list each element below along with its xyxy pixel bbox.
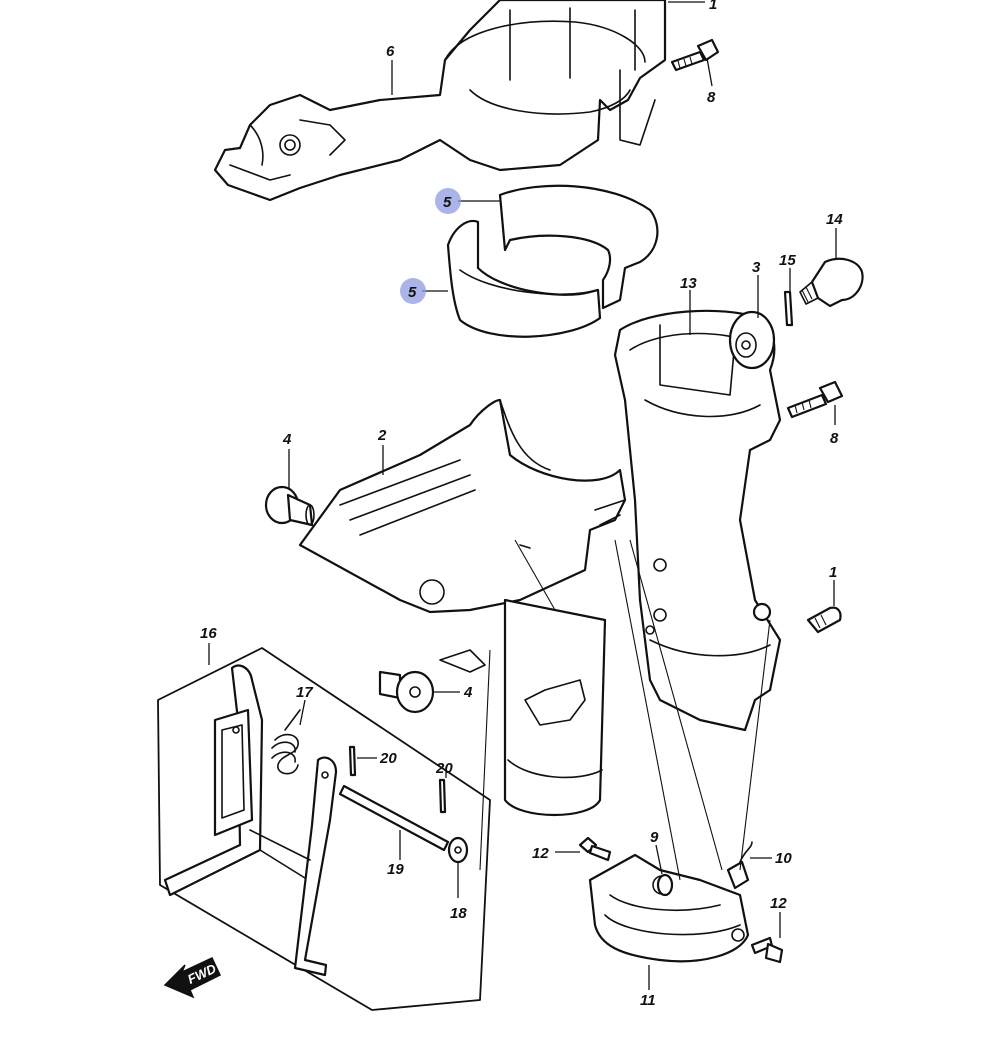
callout-16: 16 xyxy=(200,625,217,642)
callout-6: 6 xyxy=(386,43,395,60)
callout-10: 10 xyxy=(775,850,792,867)
part-14-knob xyxy=(799,257,864,308)
part-12-bolt-right xyxy=(750,936,784,964)
callout-13: 13 xyxy=(680,275,697,292)
callouts: 1 8 6 5 5 14 3 15 13 8 4 2 1 16 17 4 20 … xyxy=(200,0,843,1009)
part-2-clamp-bracket xyxy=(298,398,627,614)
part-3-pin xyxy=(728,310,776,370)
part-1-grease-nipple-mid xyxy=(752,602,842,634)
callout-3: 3 xyxy=(752,259,761,276)
part-2-lower-tube xyxy=(439,598,607,816)
callout-5-lower: 5 xyxy=(408,284,417,301)
part-5-bushing-lower xyxy=(446,219,602,338)
callout-2: 2 xyxy=(377,427,387,444)
part-20-pin-b xyxy=(438,778,447,814)
part-11-lower-clamp xyxy=(588,853,750,963)
part-5-bushing-upper xyxy=(498,184,659,310)
highlight-5-lower xyxy=(400,278,426,304)
callout-19: 19 xyxy=(387,861,404,878)
part-10-clip xyxy=(726,841,753,890)
callout-8-mid: 8 xyxy=(830,430,839,447)
callout-5-upper: 5 xyxy=(443,194,452,211)
callout-17: 17 xyxy=(296,684,313,701)
callout-15: 15 xyxy=(779,252,796,269)
callout-9: 9 xyxy=(650,829,659,846)
part-8-bolt-mid xyxy=(786,380,844,419)
part-16-kit-outline xyxy=(157,647,491,1011)
part-6-upper-bracket xyxy=(213,0,667,202)
part-16-lever-left xyxy=(163,664,264,897)
callout-1-top: 1 xyxy=(709,0,717,13)
part-18-washer xyxy=(447,836,469,864)
callout-12-left: 12 xyxy=(532,845,549,862)
callout-20-b: 20 xyxy=(435,760,453,777)
part-12-bolt-left xyxy=(578,836,612,862)
callout-4-lower: 4 xyxy=(463,684,473,701)
part-4-bushing-lower xyxy=(378,670,435,714)
part-9-bushing xyxy=(656,873,674,897)
part-19-rod xyxy=(338,784,450,852)
callout-8-top: 8 xyxy=(707,89,716,106)
callout-18: 18 xyxy=(450,905,467,922)
part-20-pin-a xyxy=(348,745,357,777)
guide-lines xyxy=(479,539,771,881)
highlight-5-upper xyxy=(435,188,461,214)
leader-lines xyxy=(208,1,837,990)
part-16-lever-right xyxy=(249,756,338,977)
part-4-bushing-upper xyxy=(264,485,315,527)
callout-4-upper: 4 xyxy=(282,431,292,448)
part-15-pin xyxy=(783,290,794,327)
callout-12-right: 12 xyxy=(770,895,787,912)
callout-20-a: 20 xyxy=(379,750,397,767)
fwd-arrow-icon: FWD xyxy=(163,957,221,999)
part-13-swivel-bracket xyxy=(613,309,782,732)
part-17-spring xyxy=(271,709,301,775)
part-8-bolt-top xyxy=(670,38,720,72)
callout-11: 11 xyxy=(640,992,656,1009)
callout-14: 14 xyxy=(826,211,843,228)
callout-1-mid: 1 xyxy=(829,564,837,581)
